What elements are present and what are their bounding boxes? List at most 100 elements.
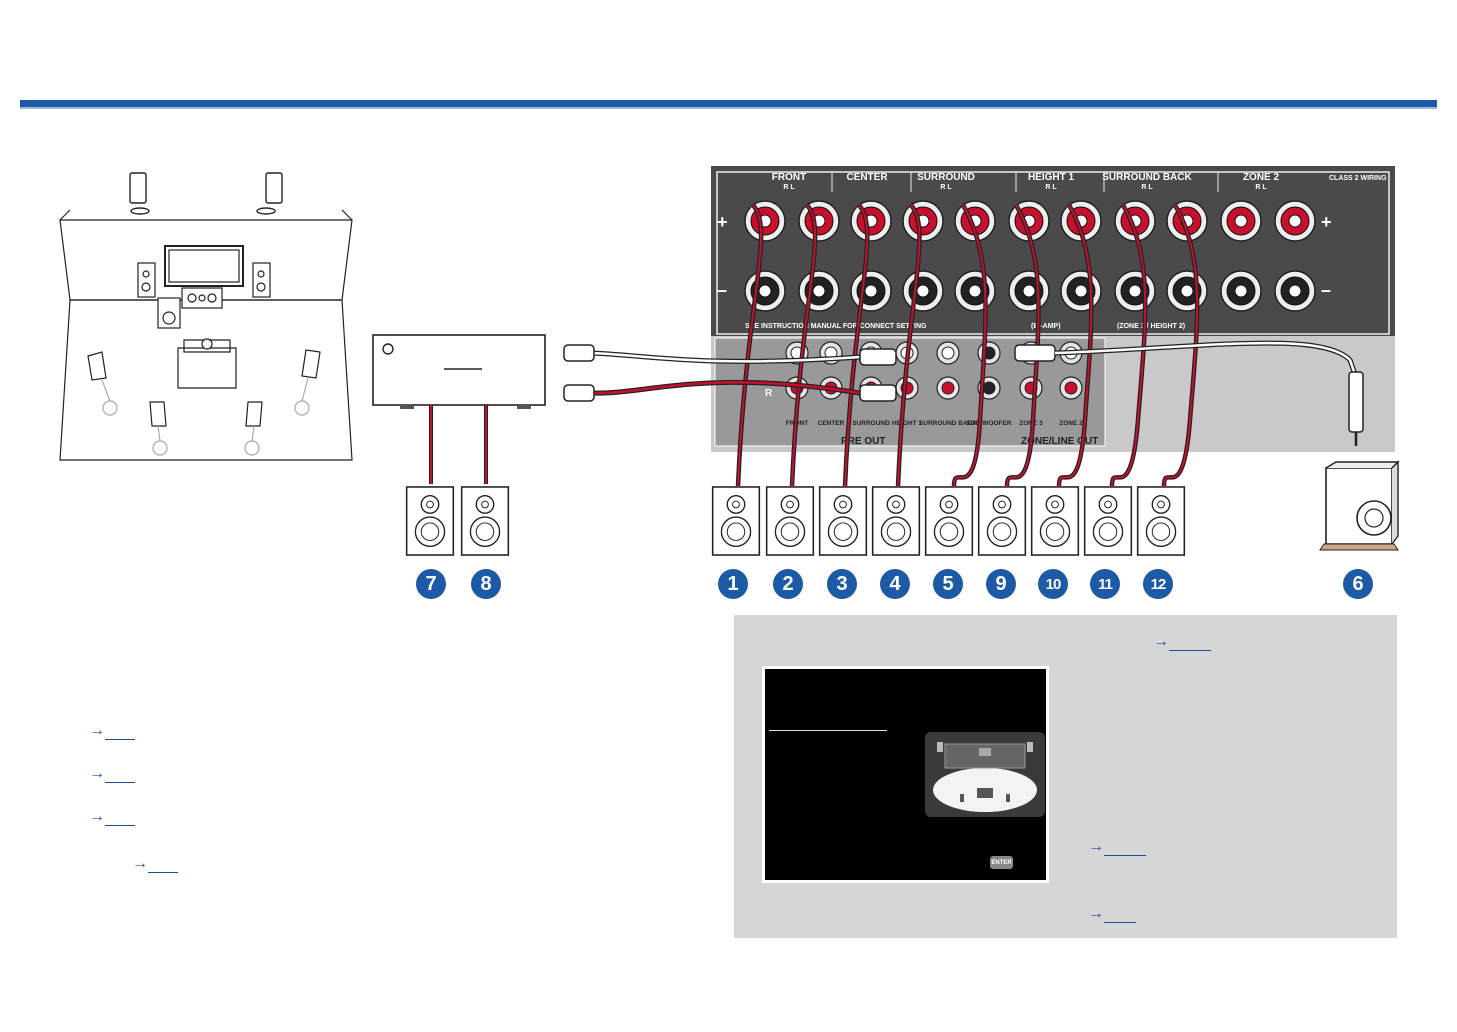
jack-center [900,346,914,360]
subwoofer [1319,460,1400,551]
group-label-2: SURROUND [917,172,975,183]
terminal-hole [916,214,930,228]
arrow-icon: → [89,808,105,825]
r-label: R [765,388,773,399]
group-label-1: CENTER [846,172,888,183]
jack-center [900,381,914,395]
speaker-number-badge-5: 5 [933,569,963,599]
class2-label: CLASS 2 WIRING [1329,175,1387,182]
jack-center [824,346,838,360]
line-out-title: ZONE/LINE OUT [1021,436,1098,447]
group-channels-3: R L [1045,184,1057,191]
screen-divider [769,730,887,731]
speaker-number-badge-7: 7 [416,569,446,599]
group-channels-2: R L [940,184,952,191]
external-amplifier [372,334,546,409]
group-label-5: ZONE 2 [1243,172,1280,183]
speaker-8 [460,486,510,556]
arrow-icon: → [1088,905,1104,922]
page-link-3[interactable]: → [89,808,135,826]
jack-center [1064,381,1078,395]
jack-center [824,381,838,395]
header-rule [20,100,1437,109]
preout-label-5: SUB-WOOFER [966,420,1011,427]
terminal-hole [1074,284,1088,298]
speaker-3 [818,486,868,556]
terminal-hole [864,214,878,228]
arrow-icon: → [89,765,105,782]
group-channels-5: R L [1255,184,1267,191]
speaker-number-badge-1: 1 [718,569,748,599]
screen-room-graphic [925,732,1045,817]
jack-center [982,381,996,395]
terminal-hole [1288,284,1302,298]
speaker-10 [1030,486,1080,556]
speaker-12 [1136,486,1186,556]
terminal-hole [758,284,772,298]
speaker-number-badge-8: 8 [471,569,501,599]
note-link-3[interactable]: → [1088,905,1136,923]
speaker-number-badge-11: 11 [1090,569,1120,599]
terminal-hole [968,214,982,228]
terminal-hole [1074,214,1088,228]
speaker-number-badge-3: 3 [827,569,857,599]
room-layout-illustration [59,172,353,461]
preout-label-4: SURROUND BACK [919,420,977,427]
terminal-hole [916,284,930,298]
jack-center [982,346,996,360]
preout-label-3: HEIGHT 1 [892,420,922,427]
jack-center [864,346,878,360]
group-label-3: HEIGHT 1 [1028,172,1075,183]
terminal-hole [1022,214,1036,228]
speaker-number-badge-9: 9 [986,569,1016,599]
terminal-hole [1180,284,1194,298]
minus-label-right: – [1321,280,1331,300]
enter-key-icon: ENTER [990,856,1013,869]
speaker-9 [977,486,1027,556]
terminal-hole [1180,214,1194,228]
terminal-hole [1128,284,1142,298]
height-speaker-left [129,172,150,215]
plus-label-left: + [717,212,728,232]
terminal-hole [864,284,878,298]
minus-label-left: – [717,280,727,300]
jack-center [1024,346,1038,360]
terminal-hole [812,284,826,298]
speaker-number-badge-2: 2 [773,569,803,599]
terminal-hole [1288,214,1302,228]
speaker-5 [924,486,974,556]
biamp-label: (BI-AMP) [1031,323,1061,330]
page-link-4[interactable]: → [132,855,178,873]
speaker-number-badge-12: 12 [1143,569,1173,599]
setup-screen-image: ENTER [762,666,1049,883]
arrow-icon: → [1088,838,1104,855]
group-label-4: SURROUND BACK [1102,172,1192,183]
jack-center [941,346,955,360]
plus-label-right: + [1321,212,1332,232]
speaker-number-badge-6: 6 [1343,569,1373,599]
speaker-7 [405,486,455,556]
jack-center [790,381,804,395]
speaker-4 [871,486,921,556]
terminal-hole [812,214,826,228]
terminal-hole [1022,284,1036,298]
speaker-11 [1083,486,1133,556]
page-link-2[interactable]: → [89,765,135,783]
preout-label-2: SURROUND [852,420,890,427]
jack-center [1064,346,1078,360]
speaker-1 [711,486,761,556]
page-link-1[interactable]: → [89,722,135,740]
height-speaker-right [256,172,283,215]
jack-center [1024,381,1038,395]
group-channels-0: R L [783,184,795,191]
note-link-2[interactable]: → [1088,838,1146,856]
preout-title: PRE OUT [841,436,885,447]
jack-center [790,346,804,360]
speaker-number-badge-10: 10 [1038,569,1068,599]
preout-label-1: CENTER [818,420,845,427]
connect-setting-note: SEE INSTRUCTION MANUAL FOR CONNECT SETTI… [745,323,927,330]
note-link-1[interactable]: → [1153,633,1211,651]
arrow-icon: → [1153,633,1169,650]
terminal-hole [968,284,982,298]
